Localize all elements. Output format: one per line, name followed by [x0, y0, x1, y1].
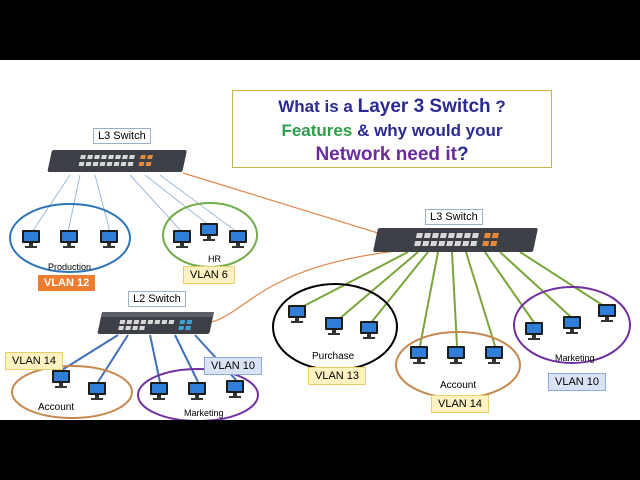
vlan-12-tag: VLAN 12 [38, 275, 96, 291]
title-line-3: Network need it? [233, 143, 551, 167]
l3-switch-right [373, 228, 538, 252]
left-l3-switch-label: L3 Switch [93, 128, 151, 144]
link-l2-to-l3 [211, 249, 406, 323]
title-network-need: Network need it [315, 144, 457, 165]
production-ring [9, 203, 131, 273]
vlan-10-right-tag: VLAN 10 [548, 373, 607, 391]
title-line-2-rest: & why would your [352, 121, 503, 140]
title-emphasis: Layer 3 Switch [357, 96, 491, 117]
l3-switch-left [47, 150, 187, 172]
production-pcs [22, 230, 118, 248]
marketing-left-ring [137, 368, 259, 420]
account-right-label: Account [440, 380, 477, 391]
right-l3-switch-label: L3 Switch [425, 209, 483, 225]
account-left-label: Account [38, 402, 75, 413]
marketing-right-pcs [525, 304, 616, 340]
vlan-10-left-tag: VLAN 10 [204, 357, 263, 375]
production-label: Production [48, 262, 92, 272]
hr-pcs [173, 223, 247, 248]
marketing-left-pcs [150, 380, 244, 400]
hr-label: HR [208, 254, 221, 264]
links-right-l3 [299, 251, 608, 347]
vlan-13-tag: VLAN 13 [308, 367, 367, 385]
purchase-label: Purchase [312, 351, 355, 362]
vlan-14-left-tag: VLAN 14 [5, 352, 64, 370]
account-left-ring [11, 365, 133, 419]
title-features: Features [281, 121, 353, 140]
marketing-right-ring [513, 286, 631, 364]
title-box: What is a Layer 3 Switch ? Features & wh… [232, 90, 552, 168]
title-line-2: Features & why would your [233, 119, 551, 143]
account-left-pcs [52, 370, 106, 400]
title-question-mark: ? [456, 144, 469, 165]
l2-switch [97, 312, 214, 334]
title-prefix: What is a [278, 97, 358, 116]
purchase-pcs [288, 305, 378, 339]
vlan-6-tag: VLAN 6 [183, 266, 235, 284]
title-suffix: ? [490, 97, 506, 116]
marketing-left-label: Marketing [184, 408, 224, 418]
diagram-canvas: What is a Layer 3 Switch ? Features & wh… [0, 60, 640, 420]
title-line-1: What is a Layer 3 Switch ? [233, 95, 551, 119]
l2-switch-label: L2 Switch [128, 291, 186, 307]
account-right-pcs [410, 346, 503, 364]
vlan-14-right-tag: VLAN 14 [431, 395, 490, 413]
marketing-right-label: Marketing [555, 353, 595, 363]
